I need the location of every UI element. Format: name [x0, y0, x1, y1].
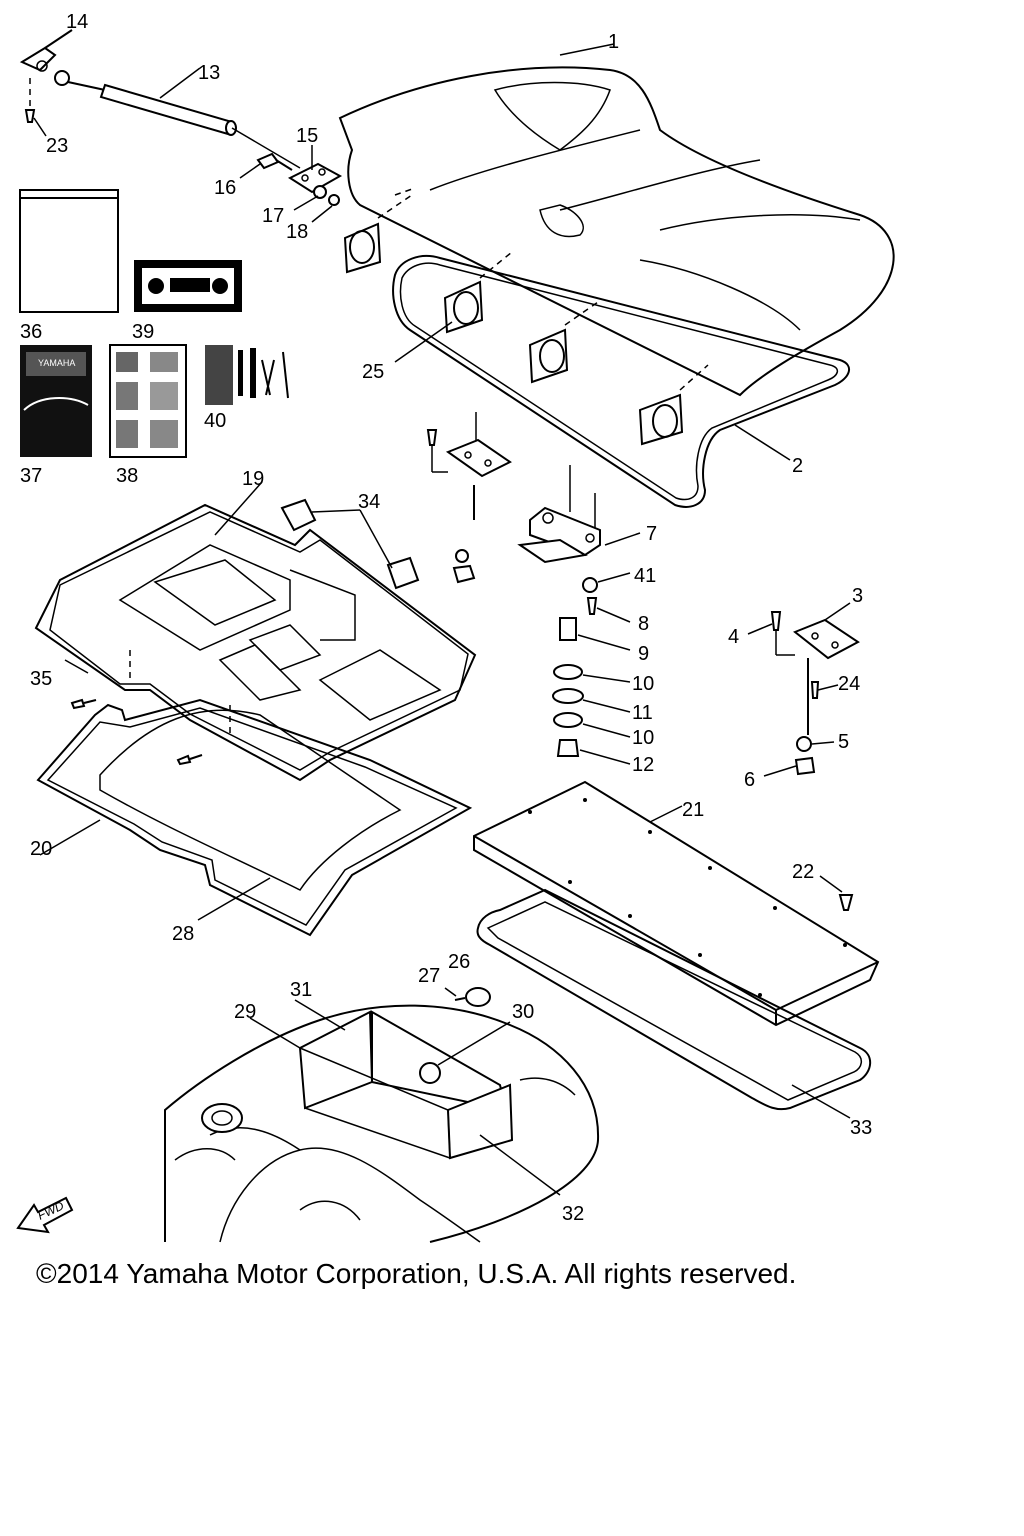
item-40-tool-kit — [205, 345, 289, 405]
callout-4: 4 — [728, 626, 739, 648]
callout-19: 19 — [242, 468, 264, 490]
callout-23: 23 — [46, 135, 68, 157]
callout-15: 15 — [296, 125, 318, 147]
part-20-seal — [36, 698, 473, 937]
callout-35: 35 — [30, 668, 52, 690]
part-3-hinge-right — [747, 602, 860, 777]
callout-9: 9 — [638, 643, 649, 665]
part-26-cap — [444, 987, 491, 1007]
callout-10b: 10 — [632, 727, 654, 749]
copyright-notice: ©2014 Yamaha Motor Corporation, U.S.A. A… — [36, 1258, 797, 1289]
callout-12: 12 — [632, 754, 654, 776]
part-35-screws — [64, 659, 203, 766]
callout-3: 3 — [852, 585, 863, 607]
part-fastener-stack — [552, 572, 631, 765]
part-25-vent-caps — [343, 194, 709, 446]
callout-7: 7 — [646, 523, 657, 545]
callout-33: 33 — [850, 1117, 872, 1139]
callout-10a: 10 — [632, 673, 654, 695]
item-36-bag — [19, 189, 119, 313]
callout-18: 18 — [286, 221, 308, 243]
callout-40: 40 — [204, 410, 226, 432]
callout-6: 6 — [744, 769, 755, 791]
callout-31: 31 — [290, 979, 312, 1001]
parts-diagram: YAMAHA — [16, 11, 895, 1243]
part-31-storage-box — [249, 999, 561, 1196]
callout-30: 30 — [512, 1001, 534, 1023]
part-15-bracket-plate — [239, 145, 343, 223]
callout-2: 2 — [792, 455, 803, 477]
callout-20: 20 — [30, 838, 52, 860]
callout-24: 24 — [838, 673, 860, 695]
part-14-bracket — [19, 29, 73, 72]
callout-27: 27 — [418, 965, 440, 987]
part-2-seal — [392, 255, 850, 508]
callout-labels: 1 2 3 4 5 6 7 8 9 10 10 11 12 13 14 15 1… — [20, 11, 872, 1225]
part-13-gas-strut — [54, 67, 301, 169]
callout-11: 11 — [632, 702, 653, 724]
part-22-screw — [819, 875, 854, 911]
callout-8: 8 — [638, 613, 649, 635]
fwd-arrow-icon: FWD — [16, 1196, 74, 1234]
part-7-hinge-block — [517, 465, 641, 564]
callout-37: 37 — [20, 465, 42, 487]
callout-26: 26 — [448, 951, 470, 973]
callout-22: 22 — [792, 861, 814, 883]
callout-39: 39 — [132, 321, 154, 343]
part-1-seat — [338, 43, 895, 397]
callout-13: 13 — [198, 62, 220, 84]
callout-17: 17 — [262, 205, 284, 227]
item-39-video — [134, 260, 242, 312]
part-33-gasket — [476, 888, 872, 1119]
part-28-mat — [99, 709, 402, 921]
callout-5: 5 — [838, 731, 849, 753]
callout-14: 14 — [66, 11, 88, 33]
callout-32: 32 — [562, 1203, 584, 1225]
part-hinge-upper — [426, 412, 512, 584]
part-23-screw — [24, 78, 47, 137]
part-19-storage-tray — [34, 481, 477, 782]
callout-28: 28 — [172, 923, 194, 945]
part-34-clips — [280, 498, 420, 590]
hull-body — [164, 1004, 600, 1243]
callout-38: 38 — [116, 465, 138, 487]
callout-36: 36 — [20, 321, 42, 343]
callout-16: 16 — [214, 177, 236, 199]
callout-1: 1 — [608, 31, 619, 53]
callout-21: 21 — [682, 799, 704, 821]
callout-25: 25 — [362, 361, 384, 383]
item-37-manual: YAMAHA — [20, 345, 92, 457]
callout-41: 41 — [634, 565, 656, 587]
callout-34: 34 — [358, 491, 380, 513]
manual-cover-text: YAMAHA — [38, 358, 75, 368]
part-21-panel — [473, 780, 880, 1027]
item-38-leaflet — [109, 344, 187, 458]
callout-29: 29 — [234, 1001, 256, 1023]
